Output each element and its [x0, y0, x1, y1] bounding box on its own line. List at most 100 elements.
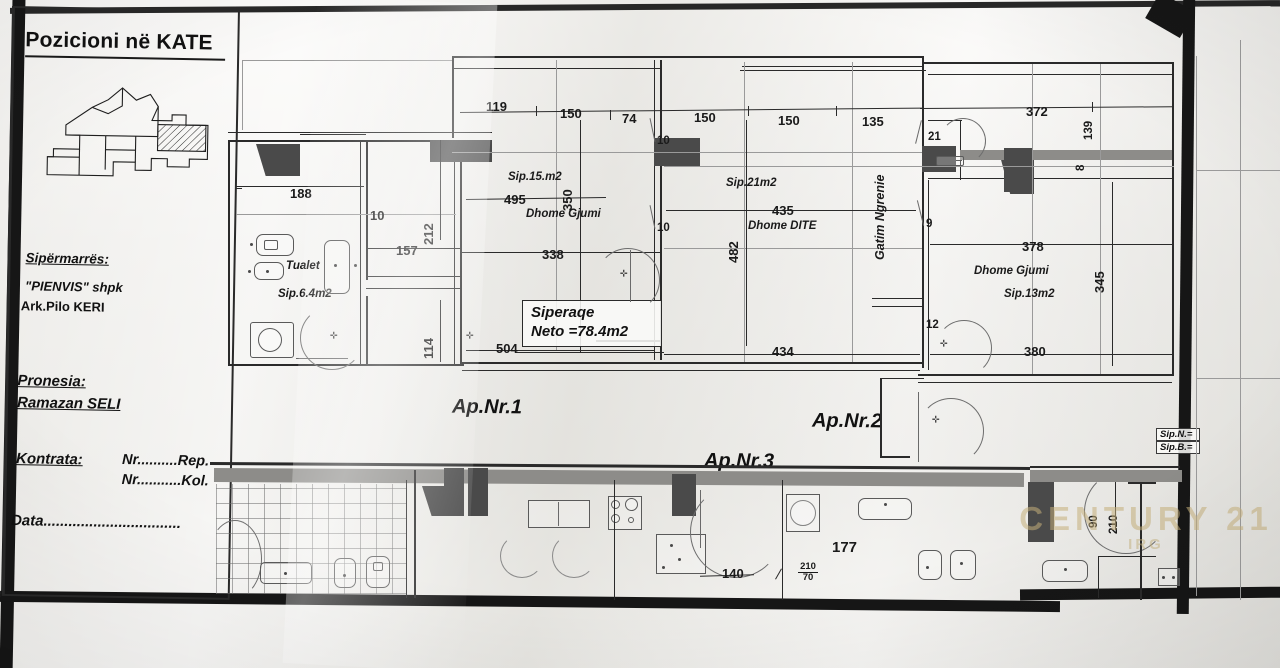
ap2-lower-sink-dot [884, 503, 887, 506]
kitchen-column [672, 474, 696, 516]
door-swing-bed2 [936, 320, 992, 376]
dimension-line-378 [930, 244, 1174, 245]
grid-line-h2 [664, 166, 1174, 167]
legend-sip-b: Sip.B.= [1156, 441, 1200, 454]
lower-column-right [1028, 482, 1054, 542]
bath2-fixture-sink [936, 156, 964, 166]
wall-top-inner-1 [452, 68, 662, 69]
door-size-denominator: 70 [802, 572, 814, 583]
dimension-482: 482 [726, 241, 741, 263]
bath2-fixture-dot [945, 148, 948, 151]
lower-arc-2 [552, 534, 596, 578]
door-swing-ap3 [690, 486, 782, 578]
apartment-label-2: Ap.Nr.2 [811, 409, 883, 433]
toilet-fixture-bidet-dot2 [266, 270, 269, 273]
door-swing-toilet [300, 306, 364, 370]
ap2-lower-wc-dot [926, 566, 929, 569]
washer-body [786, 494, 820, 532]
dimension-157: 157 [396, 243, 418, 258]
door-size-fraction: 210 70 [798, 562, 818, 583]
window-band-4 [742, 66, 924, 67]
kitchen-burner-1 [611, 500, 620, 509]
wall-left-block-left [228, 140, 230, 366]
dimension-cap-188 [236, 188, 242, 189]
dimension-150-b: 150 [694, 110, 716, 125]
architect-name: Ark.Pilo KERI [20, 298, 105, 315]
grid-line-v1 [556, 60, 557, 350]
wall-far-right [1172, 62, 1174, 374]
dimension-177: 177 [832, 539, 858, 556]
wall-bed2-left [928, 180, 929, 370]
wall-bed2-top [928, 178, 1172, 179]
dimension-74: 74 [622, 111, 637, 126]
dimension-114: 114 [421, 338, 436, 359]
room-area-living: Sip.21m2 [726, 177, 777, 189]
lower-right-fixture [1158, 568, 1180, 586]
lower-bath-tub-dot [284, 572, 287, 575]
partition-corridor [366, 276, 460, 277]
lower-right-wall [1140, 482, 1142, 600]
room-label-bed2: Dhome Gjumi [974, 265, 1049, 277]
grid-line-h3 [236, 214, 456, 215]
dimension-140: 140 [722, 566, 744, 581]
lower-right-tub [1042, 560, 1088, 582]
dimension-435: 435 [772, 203, 794, 218]
dimension-line-380 [930, 354, 1174, 355]
grid-line-v4 [1100, 64, 1101, 374]
lower-bath-sink-basin [373, 562, 383, 571]
lower-right-tub-dot [1064, 568, 1067, 571]
dimension-210: 210 [1108, 514, 1120, 534]
wall-block-bed2-column [1004, 148, 1032, 192]
toilet-fixture-wc-inner [264, 240, 278, 250]
window-band-2 [370, 132, 454, 133]
wall-kitchen-counter [872, 298, 924, 299]
contract-number-kol: Nr...........Kol. [121, 471, 209, 490]
door-size-numerator: 210 [800, 561, 816, 572]
left-fragment-v [242, 60, 243, 130]
wall-band-right-top [960, 150, 1172, 160]
partition-bed1-left [460, 140, 462, 366]
contractor-label: Sipërmarrës: [25, 250, 110, 267]
grid-line-v3 [852, 62, 853, 362]
dimension-21: 21 [928, 131, 941, 143]
door-mark-toilet: ⊹ [466, 330, 474, 340]
wall-kitchen-counter-b [872, 306, 924, 307]
lower-bath-door-swing [208, 520, 262, 598]
wall-bed1-bottom [516, 352, 664, 353]
room-area-toilet: Sip.6.4m2 [278, 288, 332, 300]
dimension-12: 12 [926, 319, 939, 331]
toilet-fixture-tub-dot [334, 264, 337, 267]
dimension-tick-2 [610, 110, 611, 120]
dimension-372: 372 [1026, 104, 1048, 119]
dimension-line-157 [366, 248, 460, 249]
wall-vert-center-b [654, 60, 655, 360]
dimension-212: 212 [421, 223, 436, 245]
kitchen-sink [528, 500, 590, 528]
left-fragment-h [242, 60, 452, 61]
dimension-338: 338 [542, 247, 564, 262]
wall-top-inner-2 [740, 70, 926, 71]
dimension-tick-3 [748, 106, 749, 116]
kitchen-burner-3 [611, 514, 620, 523]
partition-bed1-left-b [454, 140, 455, 366]
lower-table-dot1 [670, 544, 673, 547]
lower-column-2 [468, 468, 488, 516]
key-plan-svg [46, 87, 209, 177]
lower-bath-right-wall-b [414, 470, 416, 598]
toilet-fixture-wc-dot [250, 243, 253, 246]
dimension-line-90 [1115, 482, 1116, 530]
date-label: Data................................. [10, 512, 182, 533]
dimension-line-435 [666, 210, 916, 211]
door-leaf-ap3 [700, 490, 701, 548]
door-mark-entry: ⊹ [932, 414, 940, 424]
dimension-139: 139 [1083, 120, 1095, 140]
door-swing-bath2 [940, 118, 986, 164]
room-area-bed2: Sip.13m2 [1004, 288, 1055, 300]
wall-mid-bottom [462, 362, 922, 364]
room-label-toilet: Tualet [286, 260, 320, 272]
wall-left-block-top-b [228, 132, 460, 133]
lower-wall-top-right [1030, 466, 1180, 468]
lower-table-dot3 [662, 566, 665, 569]
lower-bath-wc-dot [343, 574, 346, 577]
